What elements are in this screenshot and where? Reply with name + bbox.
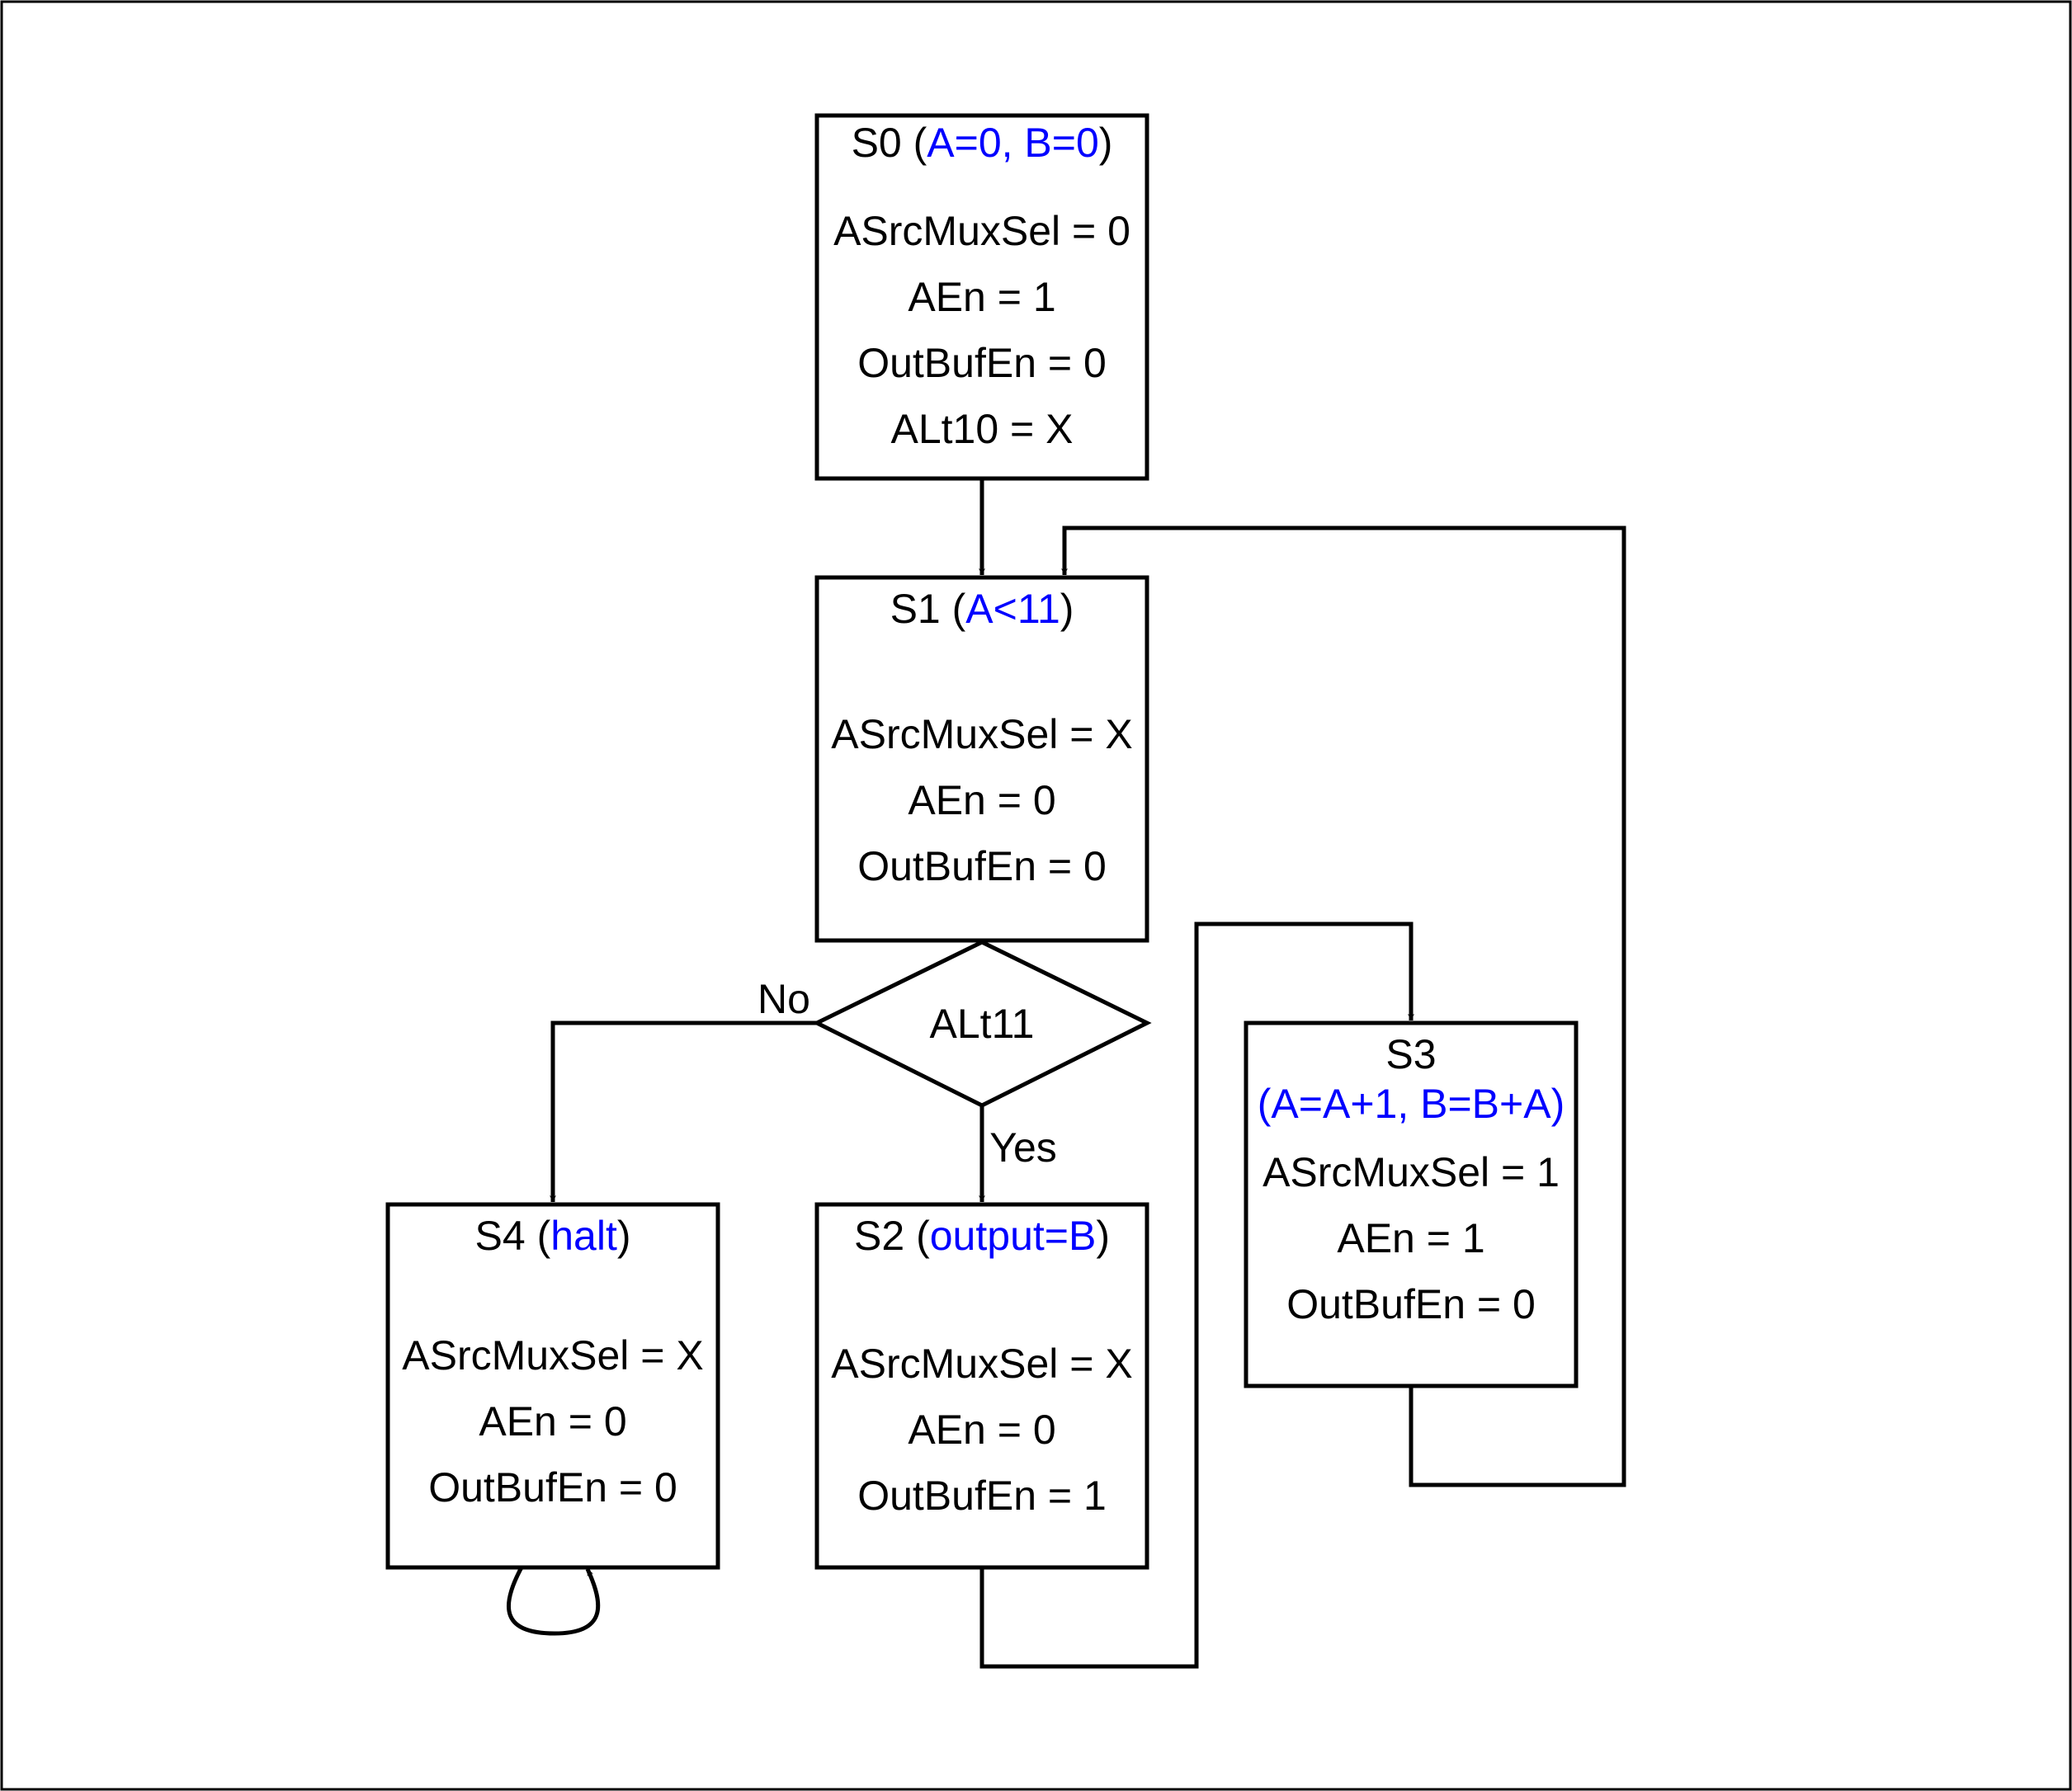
decision-alt11: ALt11 No Yes xyxy=(758,940,1152,1171)
state-s1-name: S1 xyxy=(890,586,941,632)
edge-decision-no-to-s4 xyxy=(550,1020,817,1202)
edge-s4-self-loop xyxy=(506,1566,601,1636)
state-s2-line: AEn = 0 xyxy=(908,1407,1055,1453)
state-s1-line: OutBufEn = 0 xyxy=(857,843,1107,889)
state-s0-line: ASrcMuxSel = 0 xyxy=(833,208,1130,254)
state-s0-close-paren: ) xyxy=(1099,120,1113,166)
state-s1-open-paren: ( xyxy=(941,586,966,632)
state-s3-line: AEn = 1 xyxy=(1337,1215,1484,1261)
state-s1-close-paren: ) xyxy=(1060,586,1074,632)
state-s4-line: AEn = 0 xyxy=(479,1398,626,1445)
decision-yes-label: Yes xyxy=(989,1124,1057,1171)
state-s0-box xyxy=(814,113,1149,481)
state-s4-name: S4 xyxy=(475,1213,526,1259)
state-s3-name: S3 xyxy=(1385,1031,1436,1077)
state-s4-close-paren: ) xyxy=(617,1213,631,1259)
state-s4-detail: halt xyxy=(550,1213,617,1259)
state-s0-name: S0 xyxy=(852,120,902,166)
state-s4-title: S4 (halt) xyxy=(475,1213,631,1259)
state-s0-open-paren: ( xyxy=(902,120,927,166)
state-s0-line: OutBufEn = 0 xyxy=(857,340,1107,386)
state-s2-open-paren: ( xyxy=(904,1213,930,1259)
state-s2-line: ASrcMuxSel = X xyxy=(831,1341,1132,1387)
state-s0-title: S0 (A=0, B=0) xyxy=(852,120,1113,166)
state-s2-close-paren: ) xyxy=(1096,1213,1110,1259)
edges xyxy=(506,480,1626,1669)
state-s1: S1 (A<11) ASrcMuxSel = X AEn = 0 OutBufE… xyxy=(814,575,1149,943)
state-s0-line: ALt10 = X xyxy=(891,406,1074,452)
state-s3-line: OutBufEn = 0 xyxy=(1286,1281,1536,1327)
state-s2-title: S2 (output=B) xyxy=(854,1213,1110,1259)
state-s3: S3 (A=A+1, B=B+A) ASrcMuxSel = 1 AEn = 1… xyxy=(1244,1020,1579,1388)
state-s2-line: OutBufEn = 1 xyxy=(857,1473,1107,1519)
state-s0-detail: A=0, B=0 xyxy=(927,120,1099,166)
state-s0: S0 (A=0, B=0) ASrcMuxSel = 0 AEn = 1 Out… xyxy=(814,113,1149,481)
decision-diamond xyxy=(812,940,1152,1108)
state-s3-box xyxy=(1244,1020,1579,1388)
state-s4-box xyxy=(385,1202,720,1570)
state-s2-box xyxy=(814,1202,1149,1570)
state-s1-line: AEn = 0 xyxy=(908,777,1055,823)
state-s0-line: AEn = 1 xyxy=(908,274,1055,320)
state-s1-title: S1 (A<11) xyxy=(890,586,1074,632)
state-s4-line: OutBufEn = 0 xyxy=(428,1464,677,1511)
edge-s2-to-s3 xyxy=(979,921,1414,1669)
state-s4-open-paren: ( xyxy=(526,1213,551,1259)
state-s2: S2 (output=B) ASrcMuxSel = X AEn = 0 Out… xyxy=(814,1202,1149,1570)
state-s3-detail: (A=A+1, B=B+A) xyxy=(1258,1081,1565,1127)
state-s4-line: ASrcMuxSel = X xyxy=(402,1332,703,1379)
state-s3-line: ASrcMuxSel = 1 xyxy=(1263,1149,1560,1195)
state-s1-box xyxy=(814,575,1149,943)
state-s2-name: S2 xyxy=(854,1213,904,1259)
decision-label: ALt11 xyxy=(930,1001,1035,1047)
state-s4: S4 (halt) ASrcMuxSel = X AEn = 0 OutBufE… xyxy=(385,1202,720,1570)
state-s1-line: ASrcMuxSel = X xyxy=(831,711,1132,757)
decision-no-label: No xyxy=(758,976,810,1022)
edge-s3-to-s1 xyxy=(1061,526,1626,1487)
state-s2-detail: output=B xyxy=(930,1213,1097,1259)
state-s1-detail: A<11 xyxy=(965,586,1060,632)
